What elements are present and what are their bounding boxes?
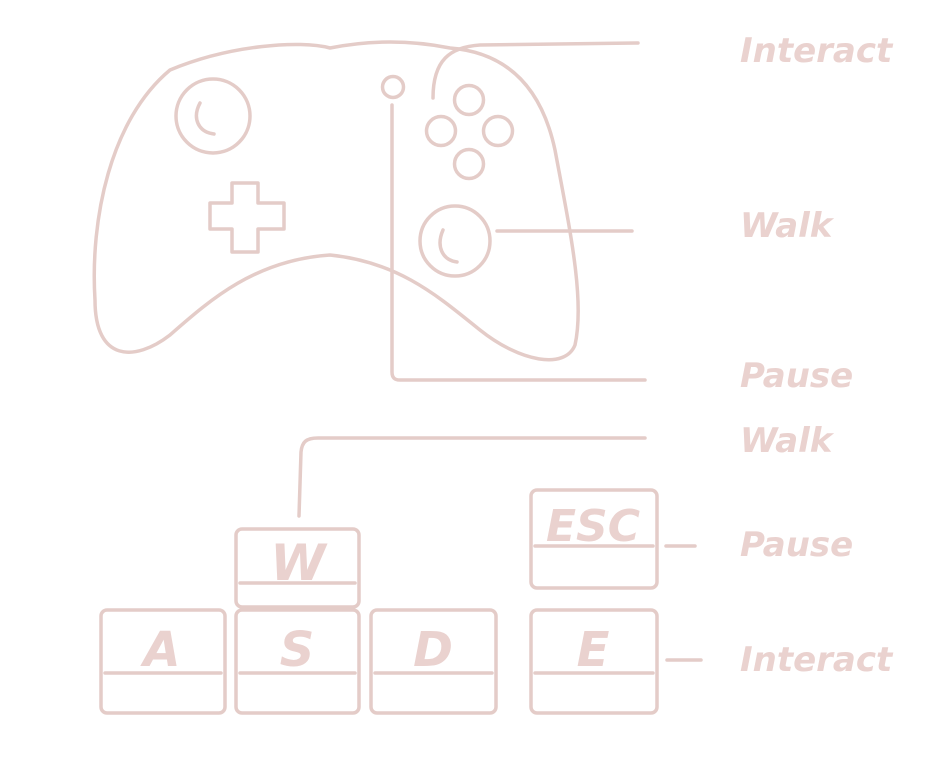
face-buttons-icon xyxy=(424,83,515,181)
key-s xyxy=(234,608,361,715)
key-a xyxy=(99,608,227,715)
key-d xyxy=(369,608,498,715)
menu-button-icon xyxy=(380,74,406,100)
keyboard-walk-label: Walk xyxy=(740,421,833,461)
controller-pause-label: Pause xyxy=(740,356,854,396)
key-esc-label: ESC xyxy=(546,501,640,552)
key-e-label: E xyxy=(577,622,610,678)
controller-interact-label: Interact xyxy=(740,31,893,71)
gamepad-icon xyxy=(92,40,647,382)
right-stick-icon xyxy=(418,204,492,278)
key-d-label: D xyxy=(413,622,453,678)
gamepad-body xyxy=(92,40,580,362)
leader-line-interact xyxy=(431,41,640,100)
controller-walk-label: Walk xyxy=(740,206,833,246)
key-w-label: W xyxy=(270,534,328,592)
key-a-label: A xyxy=(139,622,180,678)
keyboard-pause-label: Pause xyxy=(740,525,854,565)
key-esc xyxy=(529,488,659,590)
key-s-label: S xyxy=(280,622,315,678)
left-stick-icon xyxy=(174,77,252,155)
gamepad-divider xyxy=(390,103,647,382)
leader-line-w xyxy=(297,436,647,518)
dpad-icon xyxy=(208,181,286,254)
keyboard-interact-label: Interact xyxy=(740,640,893,680)
key-e xyxy=(529,608,659,715)
key-w xyxy=(234,527,361,609)
keyboard-keys xyxy=(99,436,703,715)
